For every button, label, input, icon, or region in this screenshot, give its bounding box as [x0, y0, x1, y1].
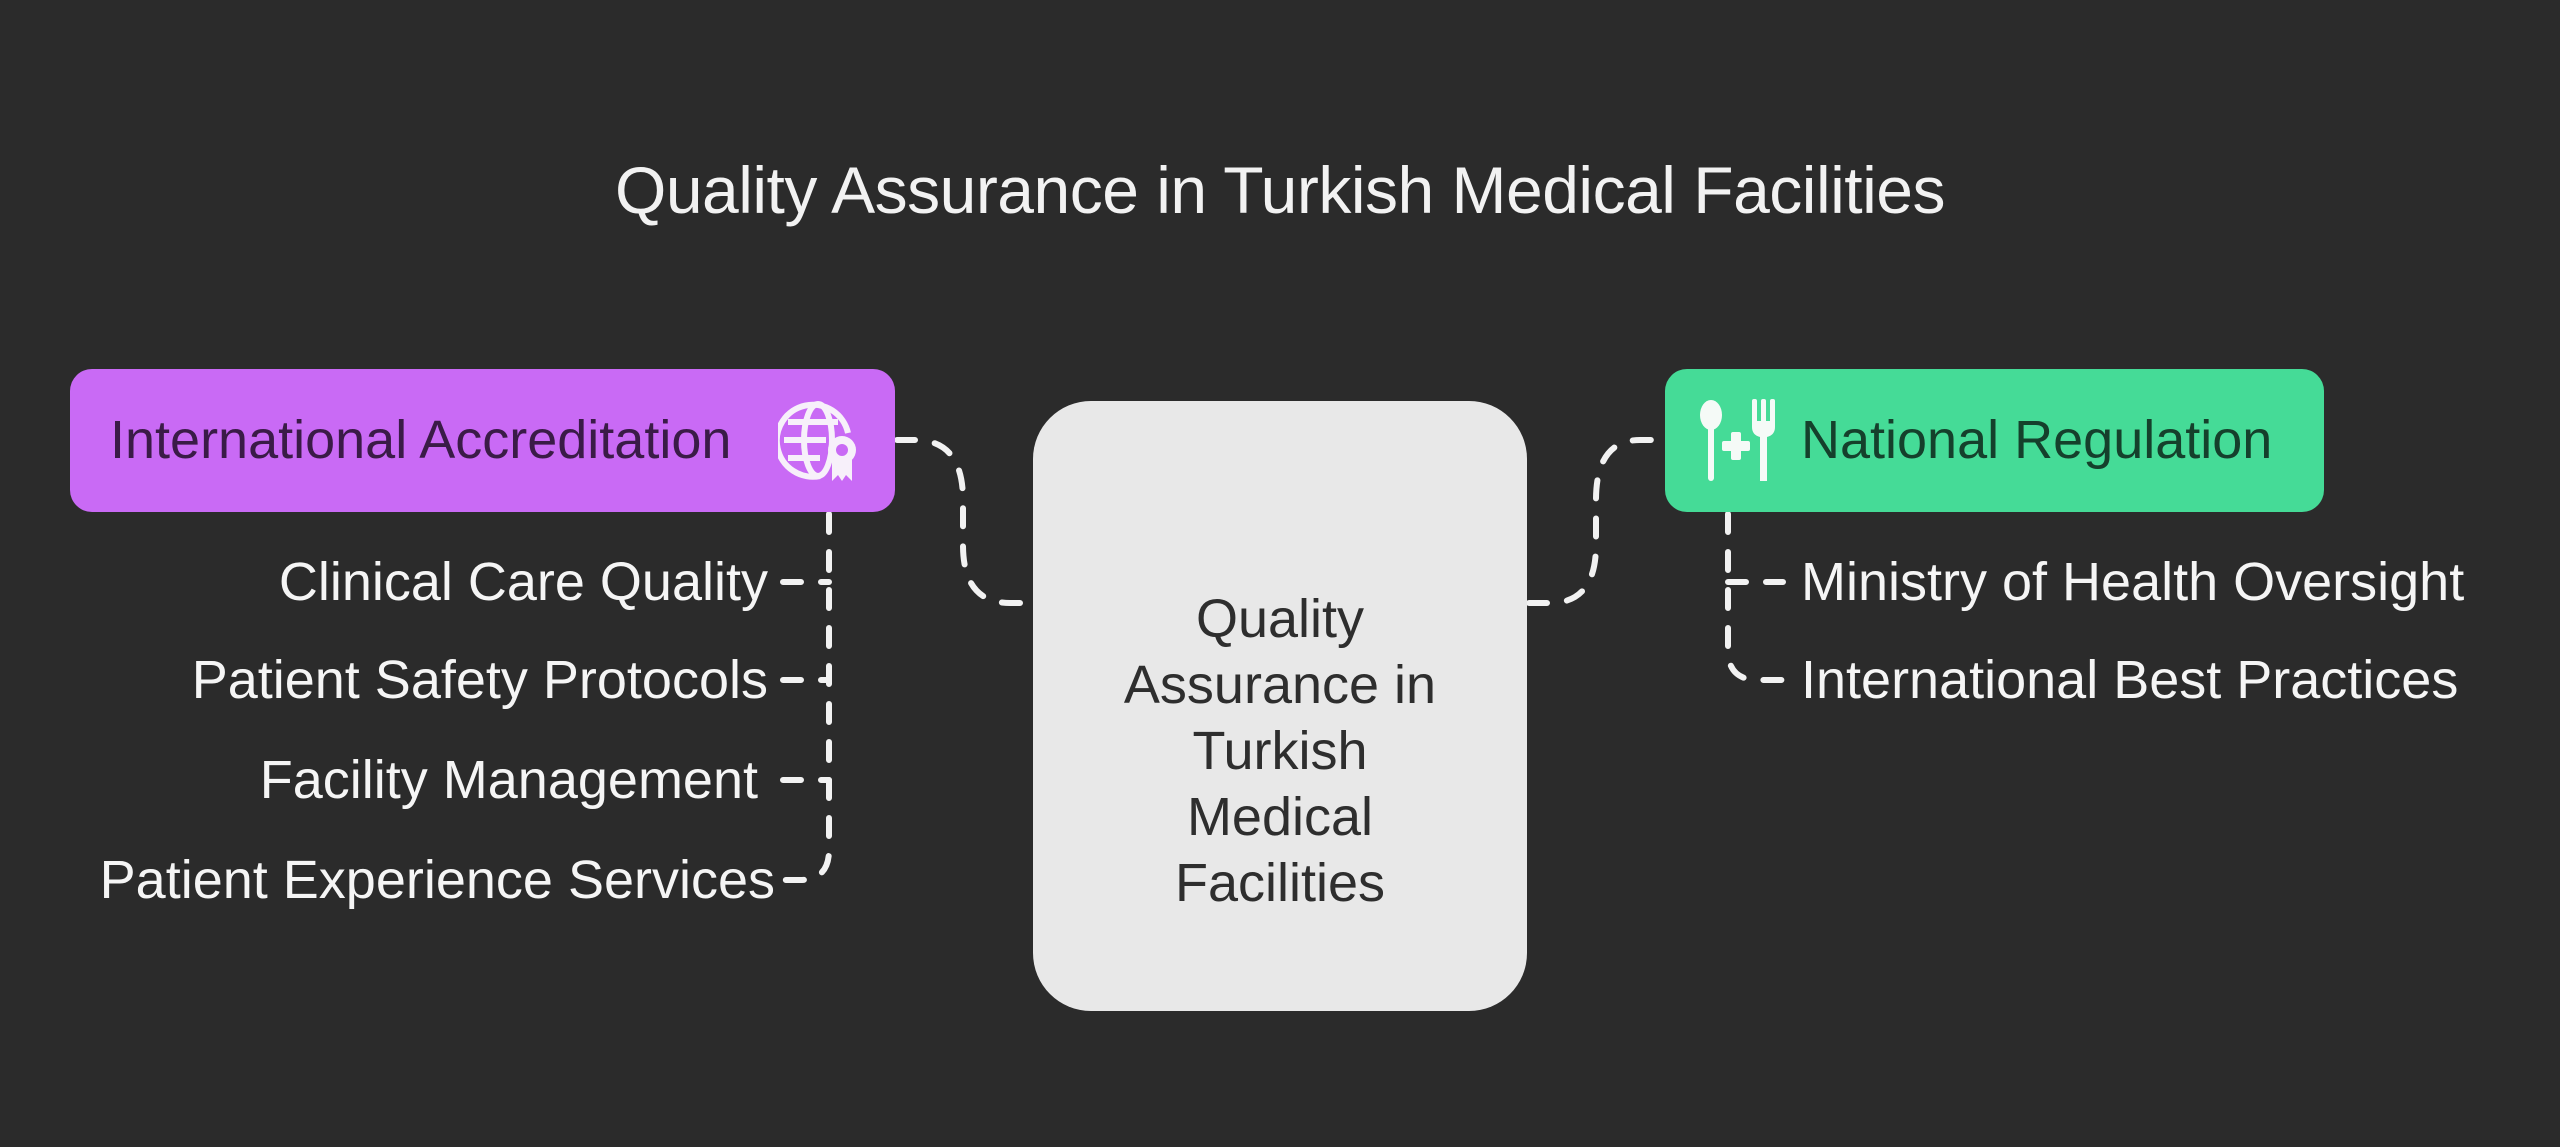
connector-accreditation-items	[779, 511, 832, 883]
list-item: Patient Safety Protocols	[191, 650, 768, 710]
globe-certificate-icon	[778, 401, 856, 481]
diagram-title: Quality Assurance in Turkish Medical Fac…	[614, 153, 1946, 227]
center-node[interactable]: Quality Assurance in Turkish Medical Fac…	[1033, 401, 1527, 1011]
list-item: Facility Management	[259, 750, 758, 810]
list-item: Patient Experience Services	[99, 850, 775, 910]
list-item: Ministry of Health Oversight	[1801, 552, 2465, 612]
node-international-accreditation[interactable]: International Accreditation	[70, 369, 895, 512]
list-item: Clinical Care Quality	[278, 552, 768, 612]
connector-center-to-regulation	[1526, 437, 1666, 606]
node-national-regulation[interactable]: National Regulation	[1665, 369, 2324, 512]
node-label: National Regulation	[1801, 410, 2273, 470]
spoon-fork-medical-cross-icon	[1700, 399, 1775, 481]
center-node-label: Quality Assurance in Turkish Medical Fac…	[1123, 589, 1437, 913]
connector-regulation-items	[1725, 511, 1786, 683]
connector-accreditation-to-center	[894, 437, 1034, 606]
list-item: International Best Practices	[1801, 650, 2459, 710]
node-label: International Accreditation	[110, 410, 732, 470]
